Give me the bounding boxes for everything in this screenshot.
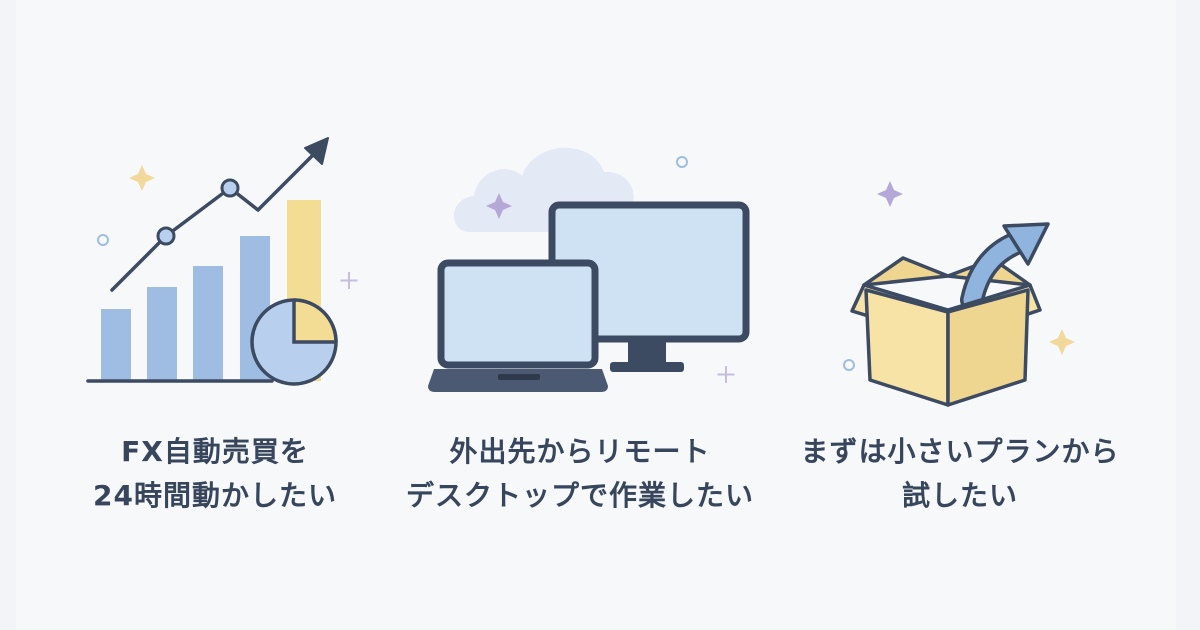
trend-point — [156, 226, 176, 246]
dot-icon — [97, 234, 109, 246]
monitor — [548, 201, 750, 372]
open-box-icon — [843, 181, 1075, 407]
chart-bar — [193, 266, 223, 381]
feature-caption-remote-desktop: 外出先からリモート デスクトップで作業したい — [400, 430, 760, 518]
caption-line: FX自動売買を — [121, 435, 309, 468]
dot-icon — [843, 359, 855, 371]
caption-line: 外出先からリモート — [449, 435, 711, 468]
growth-chart-icon — [86, 137, 358, 386]
plus-icon — [717, 366, 735, 383]
caption-line: 24時間動かしたい — [93, 479, 337, 512]
caption-line: 試したい — [901, 479, 1018, 512]
feature-caption-small-plan: まずは小さいプランから 試したい — [780, 430, 1140, 518]
laptop-and-monitor-icon — [428, 147, 750, 392]
sparkle-icon — [877, 181, 903, 207]
upward-arrow — [960, 222, 1050, 312]
laptop — [428, 259, 608, 392]
feature-caption-fx-trading: FX自動売買を 24時間動かしたい — [35, 430, 395, 518]
caption-line: まずは小さいプランから — [800, 435, 1120, 468]
trend-point — [220, 178, 240, 198]
chart-bar — [101, 309, 131, 381]
trend-arrowhead — [304, 137, 329, 165]
chart-bar — [147, 287, 177, 381]
sparkle-icon — [129, 165, 155, 191]
dot-icon — [676, 156, 688, 168]
sparkle-icon — [486, 193, 512, 219]
pie-chart — [250, 298, 338, 386]
sparkle-icon — [1049, 329, 1075, 355]
caption-line: デスクトップで作業したい — [405, 479, 754, 512]
plus-icon — [340, 272, 358, 289]
